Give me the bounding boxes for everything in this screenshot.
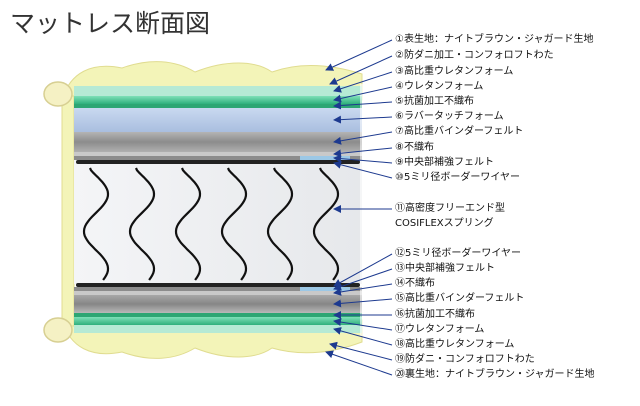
top-center-reinforcement-felt — [74, 156, 362, 160]
callout-arrow-13 — [333, 268, 393, 291]
top-urethane-foam — [74, 96, 362, 104]
callout-arrow-17 — [333, 318, 393, 331]
callout-arrow-9 — [333, 154, 393, 164]
side-fabric — [61, 95, 75, 327]
callout-arrow-2 — [329, 55, 393, 85]
spring-coil-6 — [312, 167, 340, 281]
label-11b: COSIFLEXスプリング — [395, 218, 494, 229]
bottom-nonwoven — [74, 291, 362, 295]
top-center-felt-highlight — [300, 156, 350, 160]
callout-arrow-12 — [333, 253, 393, 287]
label-11: ⑪高密度フリーエンド型 — [395, 203, 505, 214]
top-binder-felt — [74, 132, 362, 152]
label-18: ⑱高比重ウレタンフォーム — [395, 339, 515, 350]
callout-arrow-10 — [333, 160, 393, 179]
callout-arrow-4 — [333, 86, 393, 103]
pocket-springs — [82, 167, 340, 281]
bottom-antibacterial-nonwoven — [74, 313, 362, 317]
bottom-center-felt-highlight — [300, 287, 350, 291]
callout-arrow-20 — [325, 350, 393, 376]
label-14: ⑭不織布 — [395, 278, 435, 289]
label-10: ⑩5ミリ径ボーダーワイヤー — [395, 172, 521, 183]
label-7: ⑦高比重バインダーフェルト — [395, 126, 524, 137]
label-19: ⑲防ダニ・コンフォロフトわた — [395, 354, 535, 365]
label-12: ⑫5ミリ径ボーダーワイヤー — [395, 248, 522, 259]
label-15: ⑮高比重バインダーフェルト — [395, 293, 525, 304]
label-9: ⑨中央部補強フェルト — [395, 157, 494, 168]
bottom-piping — [43, 317, 73, 343]
label-3: ③高比重ウレタンフォーム — [395, 66, 514, 77]
callout-arrow-7 — [333, 131, 393, 145]
callout-arrow-8 — [333, 147, 393, 158]
label-6: ⑥ラバータッチフォーム — [395, 111, 504, 122]
bottom-urethane-foam — [74, 317, 362, 325]
callout-arrows — [325, 39, 393, 376]
callout-arrow-19 — [329, 341, 393, 361]
label-8: ⑧不織布 — [395, 142, 434, 153]
callout-arrow-1 — [325, 39, 393, 71]
label-13: ⑬中央部補強フェルト — [395, 263, 495, 274]
callout-arrow-15 — [333, 298, 393, 308]
bottom-border-wire — [76, 283, 360, 287]
spring-coil-1 — [82, 167, 110, 281]
label-17: ⑰ウレタンフォーム — [395, 324, 485, 335]
label-4: ④ウレタンフォーム — [395, 81, 484, 92]
top-high-density-urethane — [74, 86, 362, 96]
callout-arrow-14 — [333, 283, 393, 296]
label-5: ⑤抗菌加工不織布 — [395, 96, 474, 107]
label-16: ⑯抗菌加工不織布 — [395, 309, 475, 320]
spring-coil-4 — [220, 167, 248, 281]
bottom-center-reinforcement-felt — [74, 287, 362, 291]
top-piping — [43, 81, 73, 107]
top-antibacterial-nonwoven — [74, 104, 362, 108]
rubber-touch-foam — [74, 108, 362, 132]
callout-arrow-6 — [333, 115, 393, 124]
spring-coil-5 — [266, 167, 294, 281]
top-nonwoven — [74, 152, 362, 156]
page-title: マットレス断面図 — [10, 9, 211, 38]
spring-core-background — [74, 160, 362, 284]
label-1: ①表生地：ナイトブラウン・ジャガード生地 — [395, 34, 594, 45]
bottom-binder-felt — [74, 295, 362, 313]
callout-arrow-18 — [333, 327, 393, 346]
spring-coil-3 — [174, 167, 202, 281]
top-border-wire — [76, 160, 360, 164]
callout-arrow-5 — [333, 101, 393, 110]
callout-arrow-3 — [333, 71, 393, 93]
label-2: ②防ダニ加工・コンフォロフトわた — [395, 50, 554, 61]
spring-coil-2 — [128, 167, 156, 281]
label-20: ⑳裏生地：ナイトブラウン・ジャガード生地 — [395, 369, 595, 380]
bottom-high-density-urethane — [74, 325, 362, 333]
cut-edge — [360, 84, 363, 336]
